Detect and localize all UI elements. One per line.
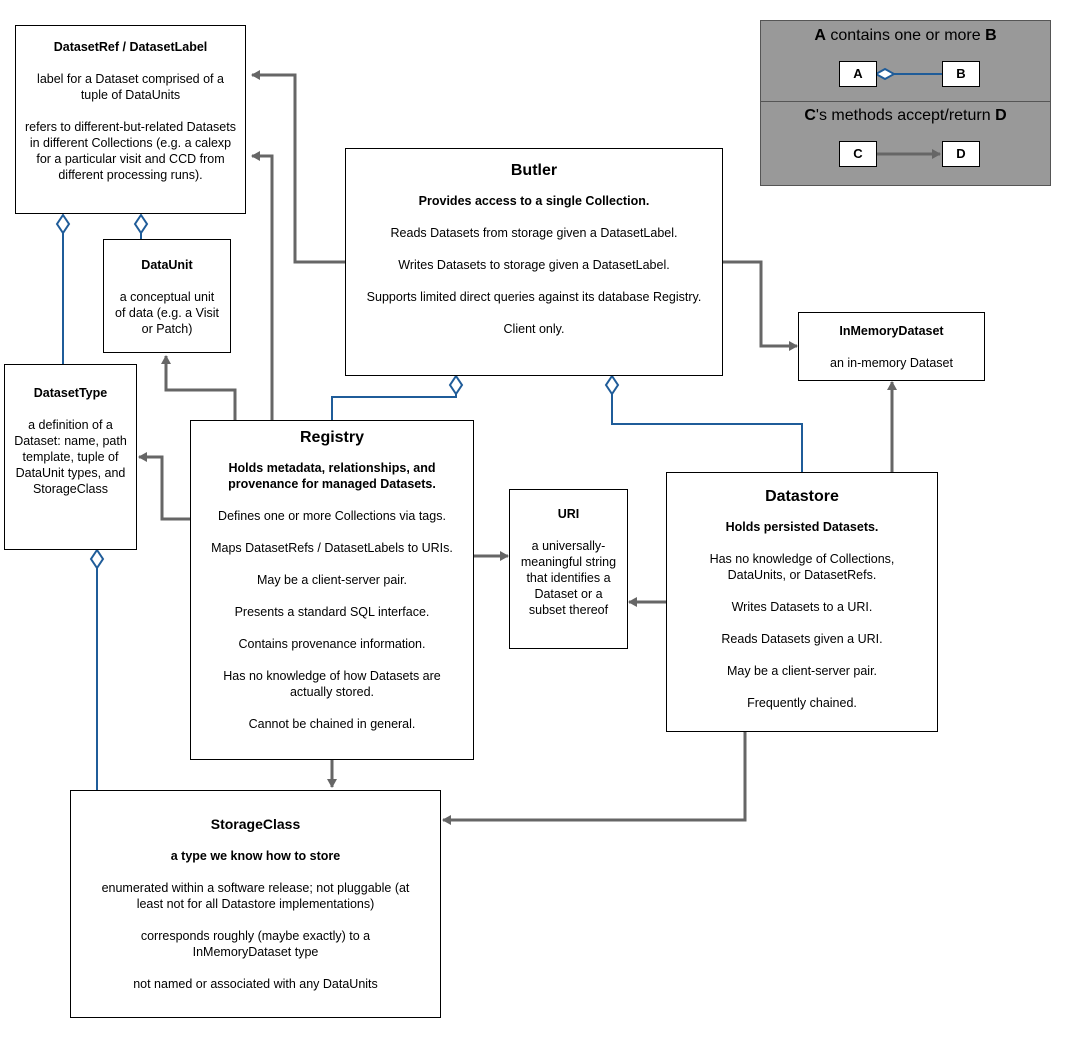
datasettype-box: DatasetType a definition of a Dataset: n…: [4, 364, 137, 550]
datasetref-title: DatasetRef / DatasetLabel: [53, 40, 208, 54]
dataunit-title: DataUnit: [141, 258, 193, 272]
diamond-butler-datastore: [604, 374, 620, 396]
butler-line-1: Reads Datasets from storage given a Data…: [390, 226, 678, 240]
legend-methods: C's methods accept/return D C D: [761, 101, 1050, 181]
registry-box: Registry Holds metadata, relationships, …: [190, 420, 474, 760]
butler-title: Butler: [510, 162, 558, 179]
datastore-subtitle: Holds persisted Datasets.: [725, 520, 879, 534]
legend-diamond: [873, 67, 897, 81]
legend-methods-text: 's methods accept/return: [815, 107, 991, 124]
legend-contains-a: A: [814, 27, 826, 44]
legend-box-c: C: [839, 141, 877, 167]
registry-line-5: Contains provenance information.: [238, 637, 426, 651]
butler-subtitle: Provides access to a single Collection.: [418, 194, 650, 208]
datastore-box: Datastore Holds persisted Datasets. Has …: [666, 472, 938, 732]
legend-contains-b: B: [985, 27, 997, 44]
legend-contains-caption: A contains one or more B: [761, 27, 1050, 45]
registry-title: Registry: [299, 429, 365, 446]
storageclass-title: StorageClass: [210, 816, 301, 832]
usage-arrow-butler-datasetref: [251, 70, 345, 264]
datastore-line-4: May be a client-server pair.: [726, 664, 878, 678]
contains-line-butler-registry: [331, 393, 457, 420]
datastore-line-1: Has no knowledge of Collections, DataUni…: [709, 552, 895, 582]
legend-box-d: D: [942, 141, 980, 167]
registry-line-6: Has no knowledge of how Datasets are act…: [223, 669, 441, 699]
contains-line-butler-datastore: [611, 393, 803, 472]
usage-arrow-butler-inmemory: [723, 260, 798, 351]
registry-line-7: Cannot be chained in general.: [248, 717, 416, 731]
uri-title: URI: [557, 507, 580, 521]
diamond-datasetref-right: [133, 213, 149, 235]
uri-desc: a universally-meaningful string that ide…: [520, 539, 617, 617]
storageclass-line-3: not named or associated with any DataUni…: [133, 977, 378, 991]
registry-line-4: Presents a standard SQL interface.: [234, 605, 430, 619]
usage-arrow-registry-datasetref: [251, 151, 274, 420]
legend-methods-caption: C's methods accept/return D: [761, 107, 1050, 125]
diamond-datasetref-left: [55, 213, 71, 235]
datasetref-desc-1: label for a Dataset comprised of a tuple…: [37, 72, 224, 102]
butler-line-2: Writes Datasets to storage given a Datas…: [398, 258, 670, 272]
datasettype-title: DatasetType: [33, 386, 108, 400]
inmemorydataset-title: InMemoryDataset: [839, 324, 944, 338]
storageclass-line-1: enumerated within a software release; no…: [101, 881, 410, 911]
inmemorydataset-box: InMemoryDataset an in-memory Dataset: [798, 312, 985, 381]
usage-arrow-registry-dataunit: [161, 355, 237, 420]
inmemorydataset-desc: an in-memory Dataset: [830, 356, 953, 370]
legend-contains-text: contains one or more: [830, 27, 981, 44]
diamond-butler-registry: [448, 374, 464, 396]
registry-line-2: Maps DatasetRefs / DatasetLabels to URIs…: [211, 541, 453, 555]
dataunit-box: DataUnit a conceptual unit of data (e.g.…: [103, 239, 231, 353]
legend-divider: [761, 101, 1050, 102]
usage-arrow-registry-datasettype: [138, 452, 190, 521]
datastore-line-3: Reads Datasets given a URI.: [721, 632, 883, 646]
butler-line-4: Client only.: [503, 322, 565, 336]
storageclass-subtitle: a type we know how to store: [170, 849, 341, 863]
butler-box: Butler Provides access to a single Colle…: [345, 148, 723, 376]
datastore-title: Datastore: [765, 488, 839, 505]
usage-arrow-datastore-storageclass: [442, 732, 747, 825]
datastore-line-5: Frequently chained.: [747, 696, 857, 710]
registry-subtitle: Holds metadata, relationships, and prove…: [228, 461, 436, 491]
legend-box-b: B: [942, 61, 980, 87]
storageclass-line-2: corresponds roughly (maybe exactly) to a…: [140, 929, 371, 959]
legend-contains-connector: [873, 67, 942, 81]
registry-line-3: May be a client-server pair.: [256, 573, 408, 587]
datasettype-desc: a definition of a Dataset: name, path te…: [14, 418, 127, 496]
datasetref-box: DatasetRef / DatasetLabel label for a Da…: [15, 25, 246, 214]
diamond-datasettype: [89, 548, 105, 570]
registry-line-1: Defines one or more Collections via tags…: [218, 509, 446, 523]
dataunit-desc: a conceptual unit of data (e.g. a Visit …: [115, 290, 219, 336]
legend-methods-c: C: [804, 107, 816, 124]
legend-box-a: A: [839, 61, 877, 87]
uri-box: URI a universally-meaningful string that…: [509, 489, 628, 649]
legend-methods-connector: [877, 149, 941, 159]
legend-methods-d: D: [995, 107, 1007, 124]
butler-line-3: Supports limited direct queries against …: [366, 290, 702, 304]
datasetref-desc-2: refers to different-but-related Datasets…: [25, 120, 236, 182]
legend-panel: A contains one or more B A B C's methods…: [760, 20, 1051, 186]
storageclass-box: StorageClass a type we know how to store…: [70, 790, 441, 1018]
legend-contains: A contains one or more B A B: [761, 21, 1050, 101]
datastore-line-2: Writes Datasets to a URI.: [731, 600, 873, 614]
